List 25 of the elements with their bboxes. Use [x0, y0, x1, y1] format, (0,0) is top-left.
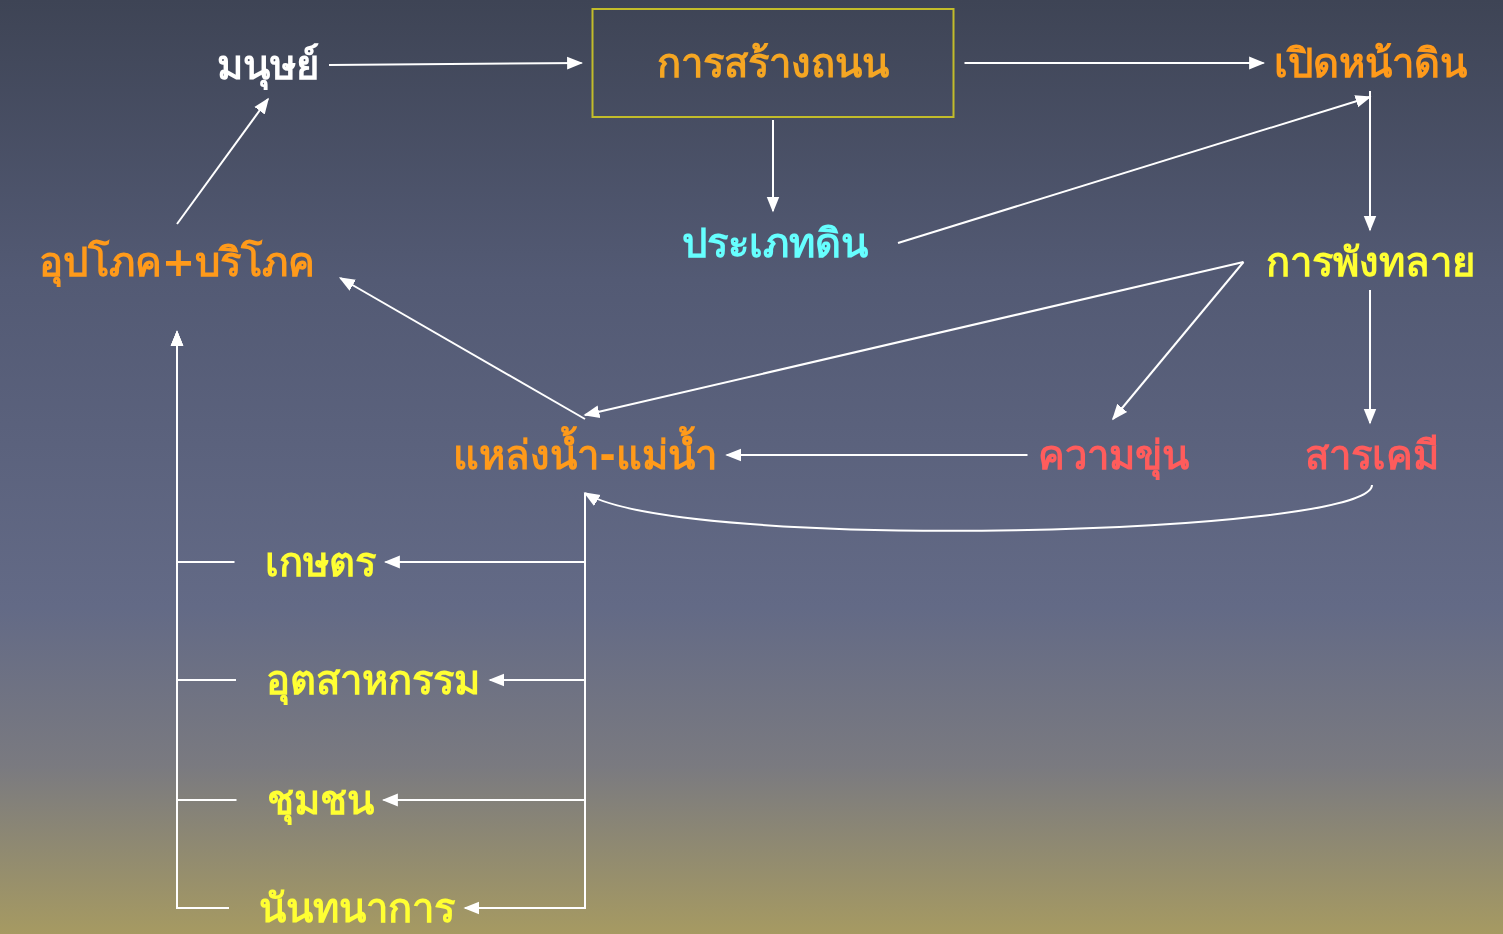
arrow — [583, 484, 1373, 532]
node-label: การพังทลาย — [1265, 236, 1475, 288]
arrow — [963, 56, 1266, 70]
node-label: เกษตร — [264, 536, 376, 588]
arrow — [176, 97, 269, 225]
arrow — [897, 95, 1372, 244]
arrow — [1363, 90, 1377, 232]
arrow — [583, 261, 1245, 418]
arrow — [170, 330, 230, 909]
node-label: ประเภทดิน — [682, 217, 868, 269]
arrow — [1363, 289, 1377, 425]
process-box: การสร้างถนน — [591, 8, 955, 118]
node-label: มนุษย์ — [217, 39, 319, 91]
node-label: เปิดหน้าดิน — [1273, 37, 1467, 89]
node-label: ชุมชน — [266, 774, 374, 826]
node-label: สารเคมี — [1305, 429, 1439, 481]
arrow — [328, 56, 584, 70]
node-label: อุตสาหกรรม — [266, 654, 480, 706]
node-label: อุปโภค+บริโภค — [38, 236, 316, 288]
arrow — [338, 277, 586, 420]
arrow — [725, 448, 1029, 462]
node-label: ความขุ่น — [1037, 429, 1189, 481]
arrow — [766, 119, 780, 213]
node-label: นันทนาการ — [259, 882, 455, 934]
arrow — [1112, 261, 1245, 421]
